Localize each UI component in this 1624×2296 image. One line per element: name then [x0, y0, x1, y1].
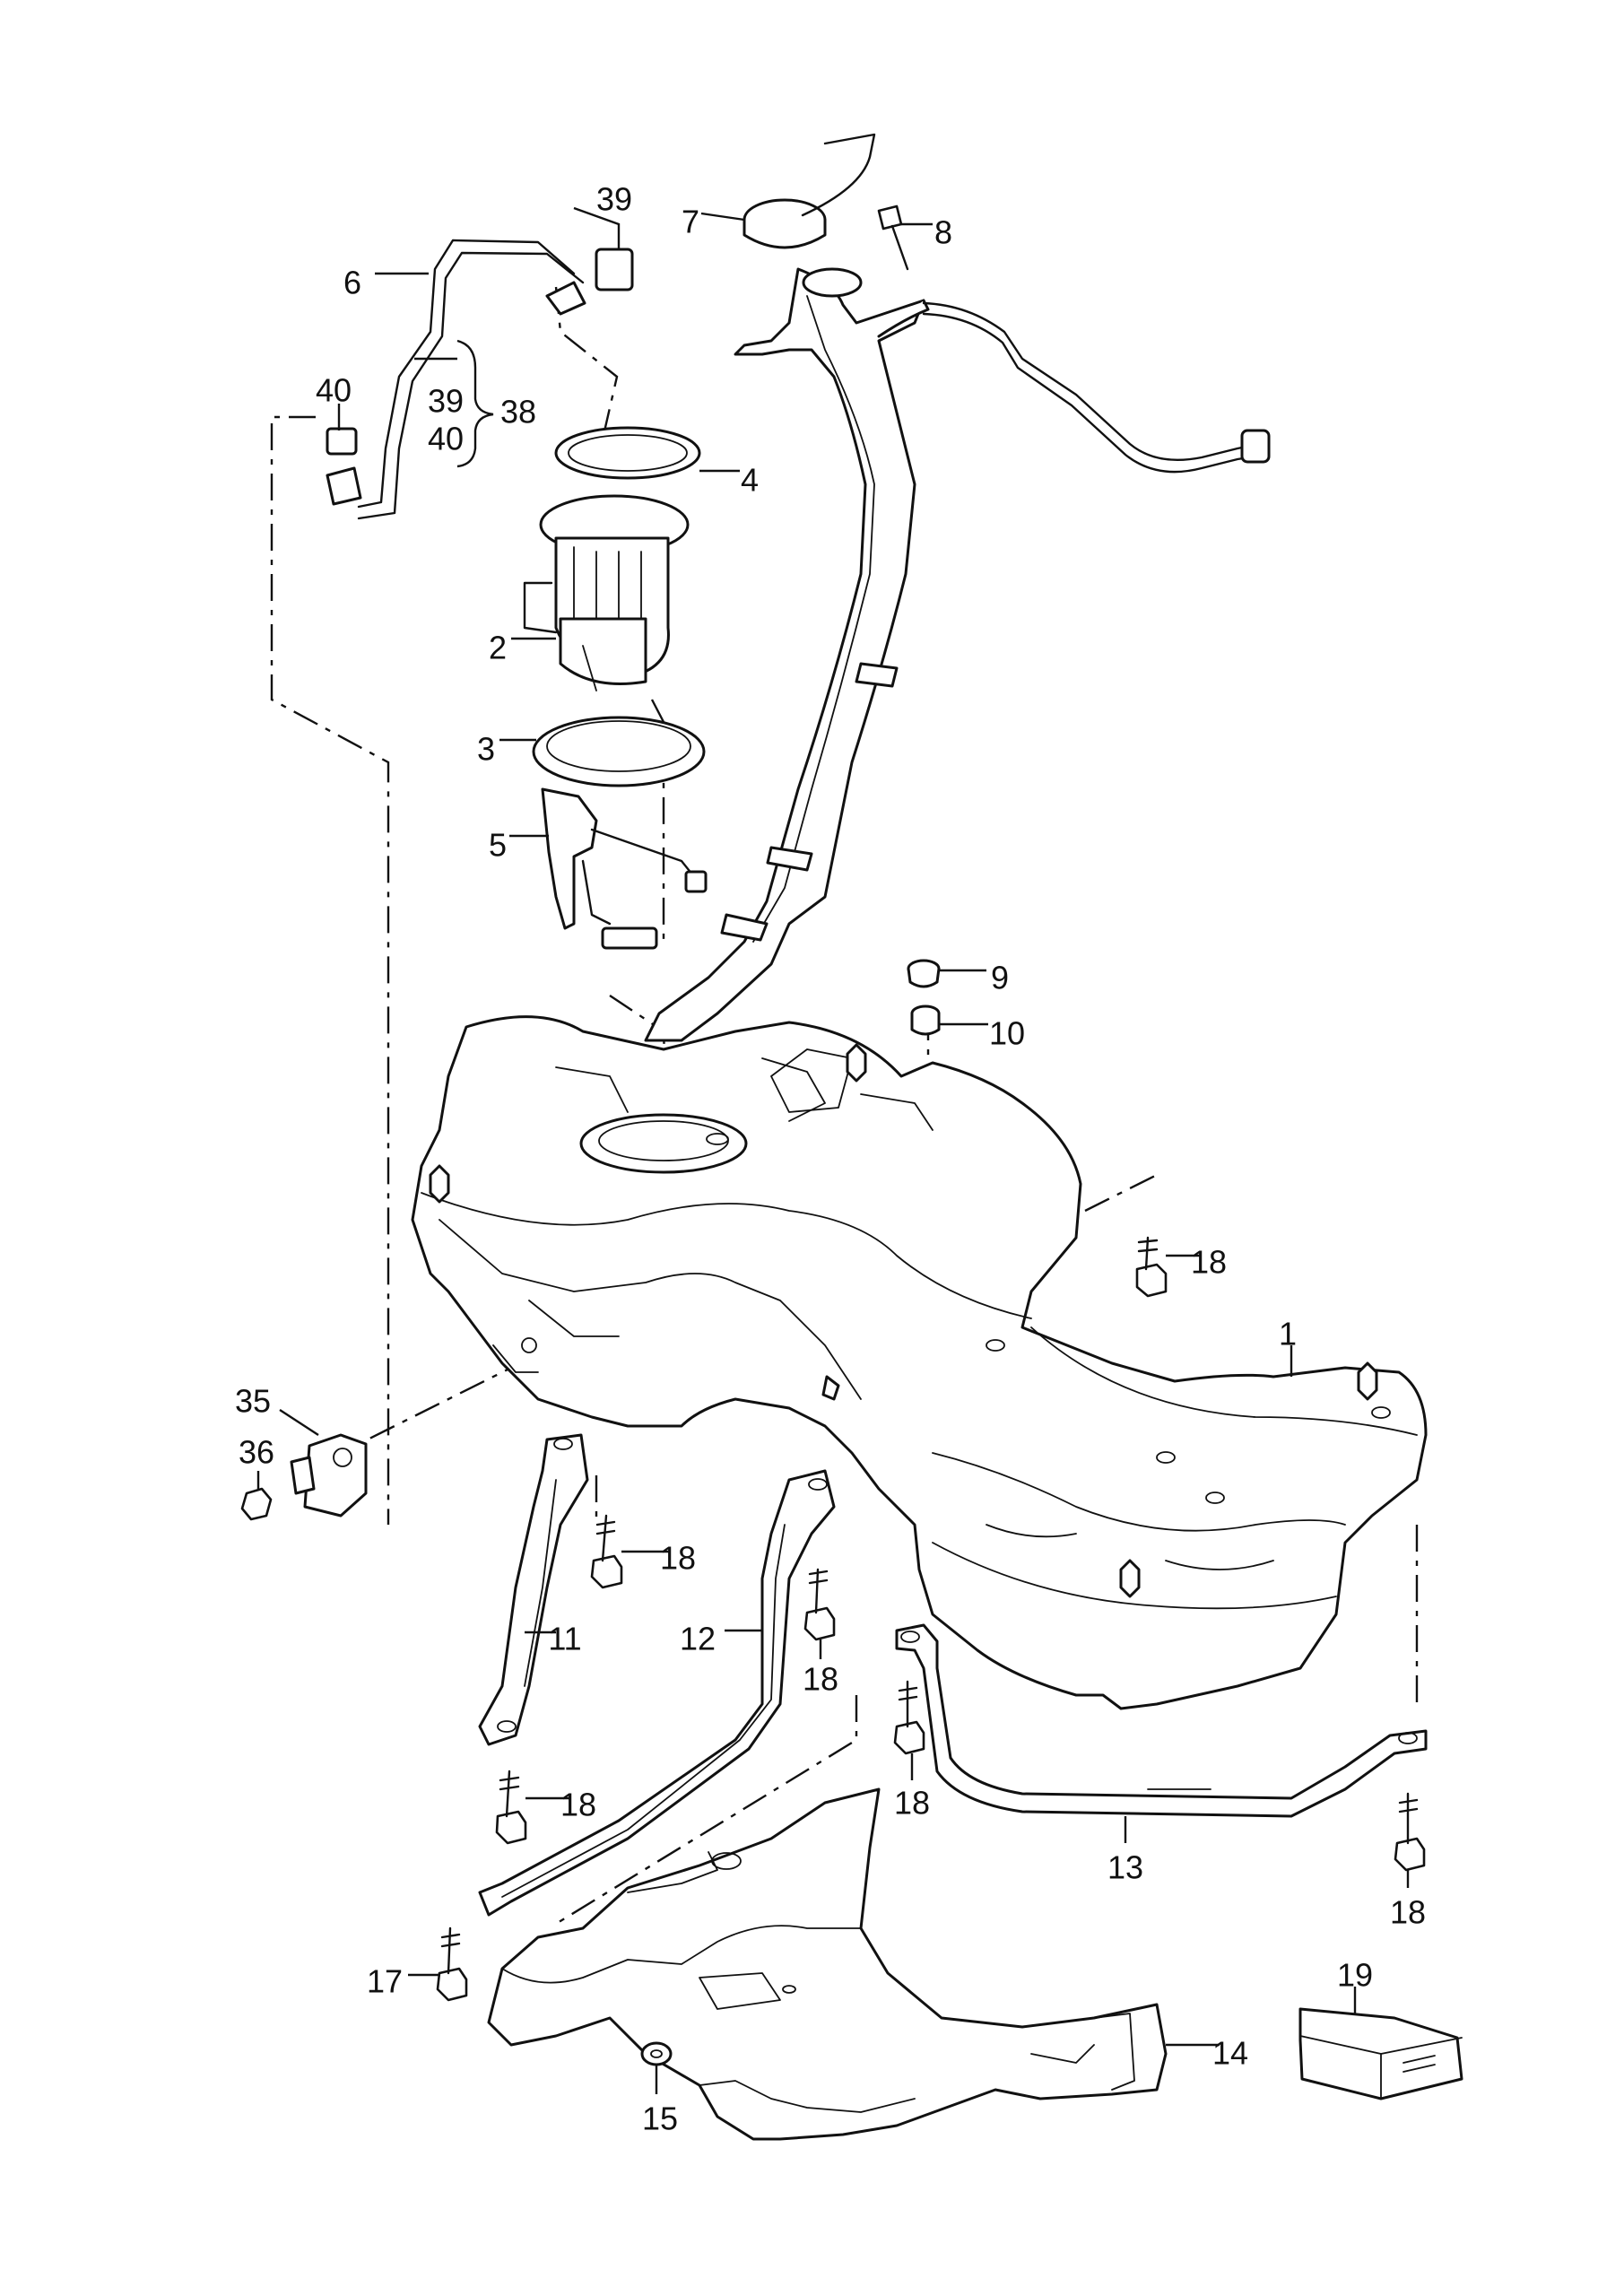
fuel-pump-2	[511, 494, 690, 691]
callout-18: 18	[894, 1785, 930, 1822]
bolt-18-b	[590, 1514, 669, 1589]
callout-36: 36	[239, 1434, 274, 1471]
bolt-18-d	[495, 1770, 569, 1845]
callout-40: 40	[428, 421, 464, 457]
level-sender-5	[509, 787, 708, 950]
callout-18: 18	[803, 1661, 838, 1698]
callout-8: 8	[934, 214, 952, 251]
bolt-18-f	[1394, 1792, 1426, 1888]
cap-9	[907, 959, 986, 988]
connector-39-icon	[595, 248, 634, 291]
callout-12: 12	[680, 1621, 716, 1657]
callout-10: 10	[989, 1015, 1025, 1052]
callout-40: 40	[316, 372, 352, 409]
bolt-18-e	[893, 1680, 925, 1780]
callout-35: 35	[235, 1383, 271, 1420]
callout-14: 14	[1212, 2035, 1248, 2072]
bracket-35	[279, 1408, 368, 1518]
connector-40-icon	[326, 427, 358, 456]
callout-18: 18	[1390, 1894, 1426, 1931]
strap-13	[895, 1623, 1428, 1843]
callout-18: 18	[660, 1540, 696, 1577]
bolt-18-a	[1135, 1236, 1202, 1298]
callout-17: 17	[367, 1963, 403, 2000]
nut-36	[240, 1471, 273, 1521]
fuel-line-6	[326, 206, 634, 520]
callout-18: 18	[1191, 1244, 1227, 1281]
callout-5: 5	[489, 827, 507, 864]
callout-39: 39	[428, 383, 464, 420]
control-unit-19	[1298, 1987, 1463, 2100]
seal-ring-4	[554, 426, 740, 480]
callout-6: 6	[343, 265, 361, 301]
bolt-8	[877, 204, 933, 271]
callout-3: 3	[477, 731, 495, 768]
connector-icon	[545, 281, 586, 316]
callout-9: 9	[991, 960, 1009, 996]
callout-39: 39	[596, 181, 632, 218]
callout-1: 1	[1279, 1316, 1297, 1352]
grommet-10	[910, 1004, 988, 1036]
fuel-tank-1	[411, 1015, 1428, 1710]
callout-13: 13	[1107, 1849, 1143, 1886]
clip-15	[640, 2041, 673, 2094]
bolt-17	[408, 1926, 468, 2002]
filler-neck	[644, 267, 1271, 1042]
filler-cap-7	[700, 133, 876, 249]
callout-4: 4	[741, 462, 759, 499]
strap-12	[478, 1469, 836, 1917]
callout-19: 19	[1337, 1957, 1373, 1994]
callout-38: 38	[500, 394, 536, 430]
callout-18: 18	[560, 1787, 596, 1823]
callout-11: 11	[548, 1621, 581, 1657]
bolt-18-c	[803, 1568, 836, 1659]
seal-ring-3	[499, 716, 706, 787]
strap-11	[478, 1433, 589, 1746]
callout-2: 2	[489, 630, 507, 666]
callout-7: 7	[682, 204, 699, 240]
connector-icon	[326, 466, 362, 506]
callout-15: 15	[642, 2100, 678, 2137]
